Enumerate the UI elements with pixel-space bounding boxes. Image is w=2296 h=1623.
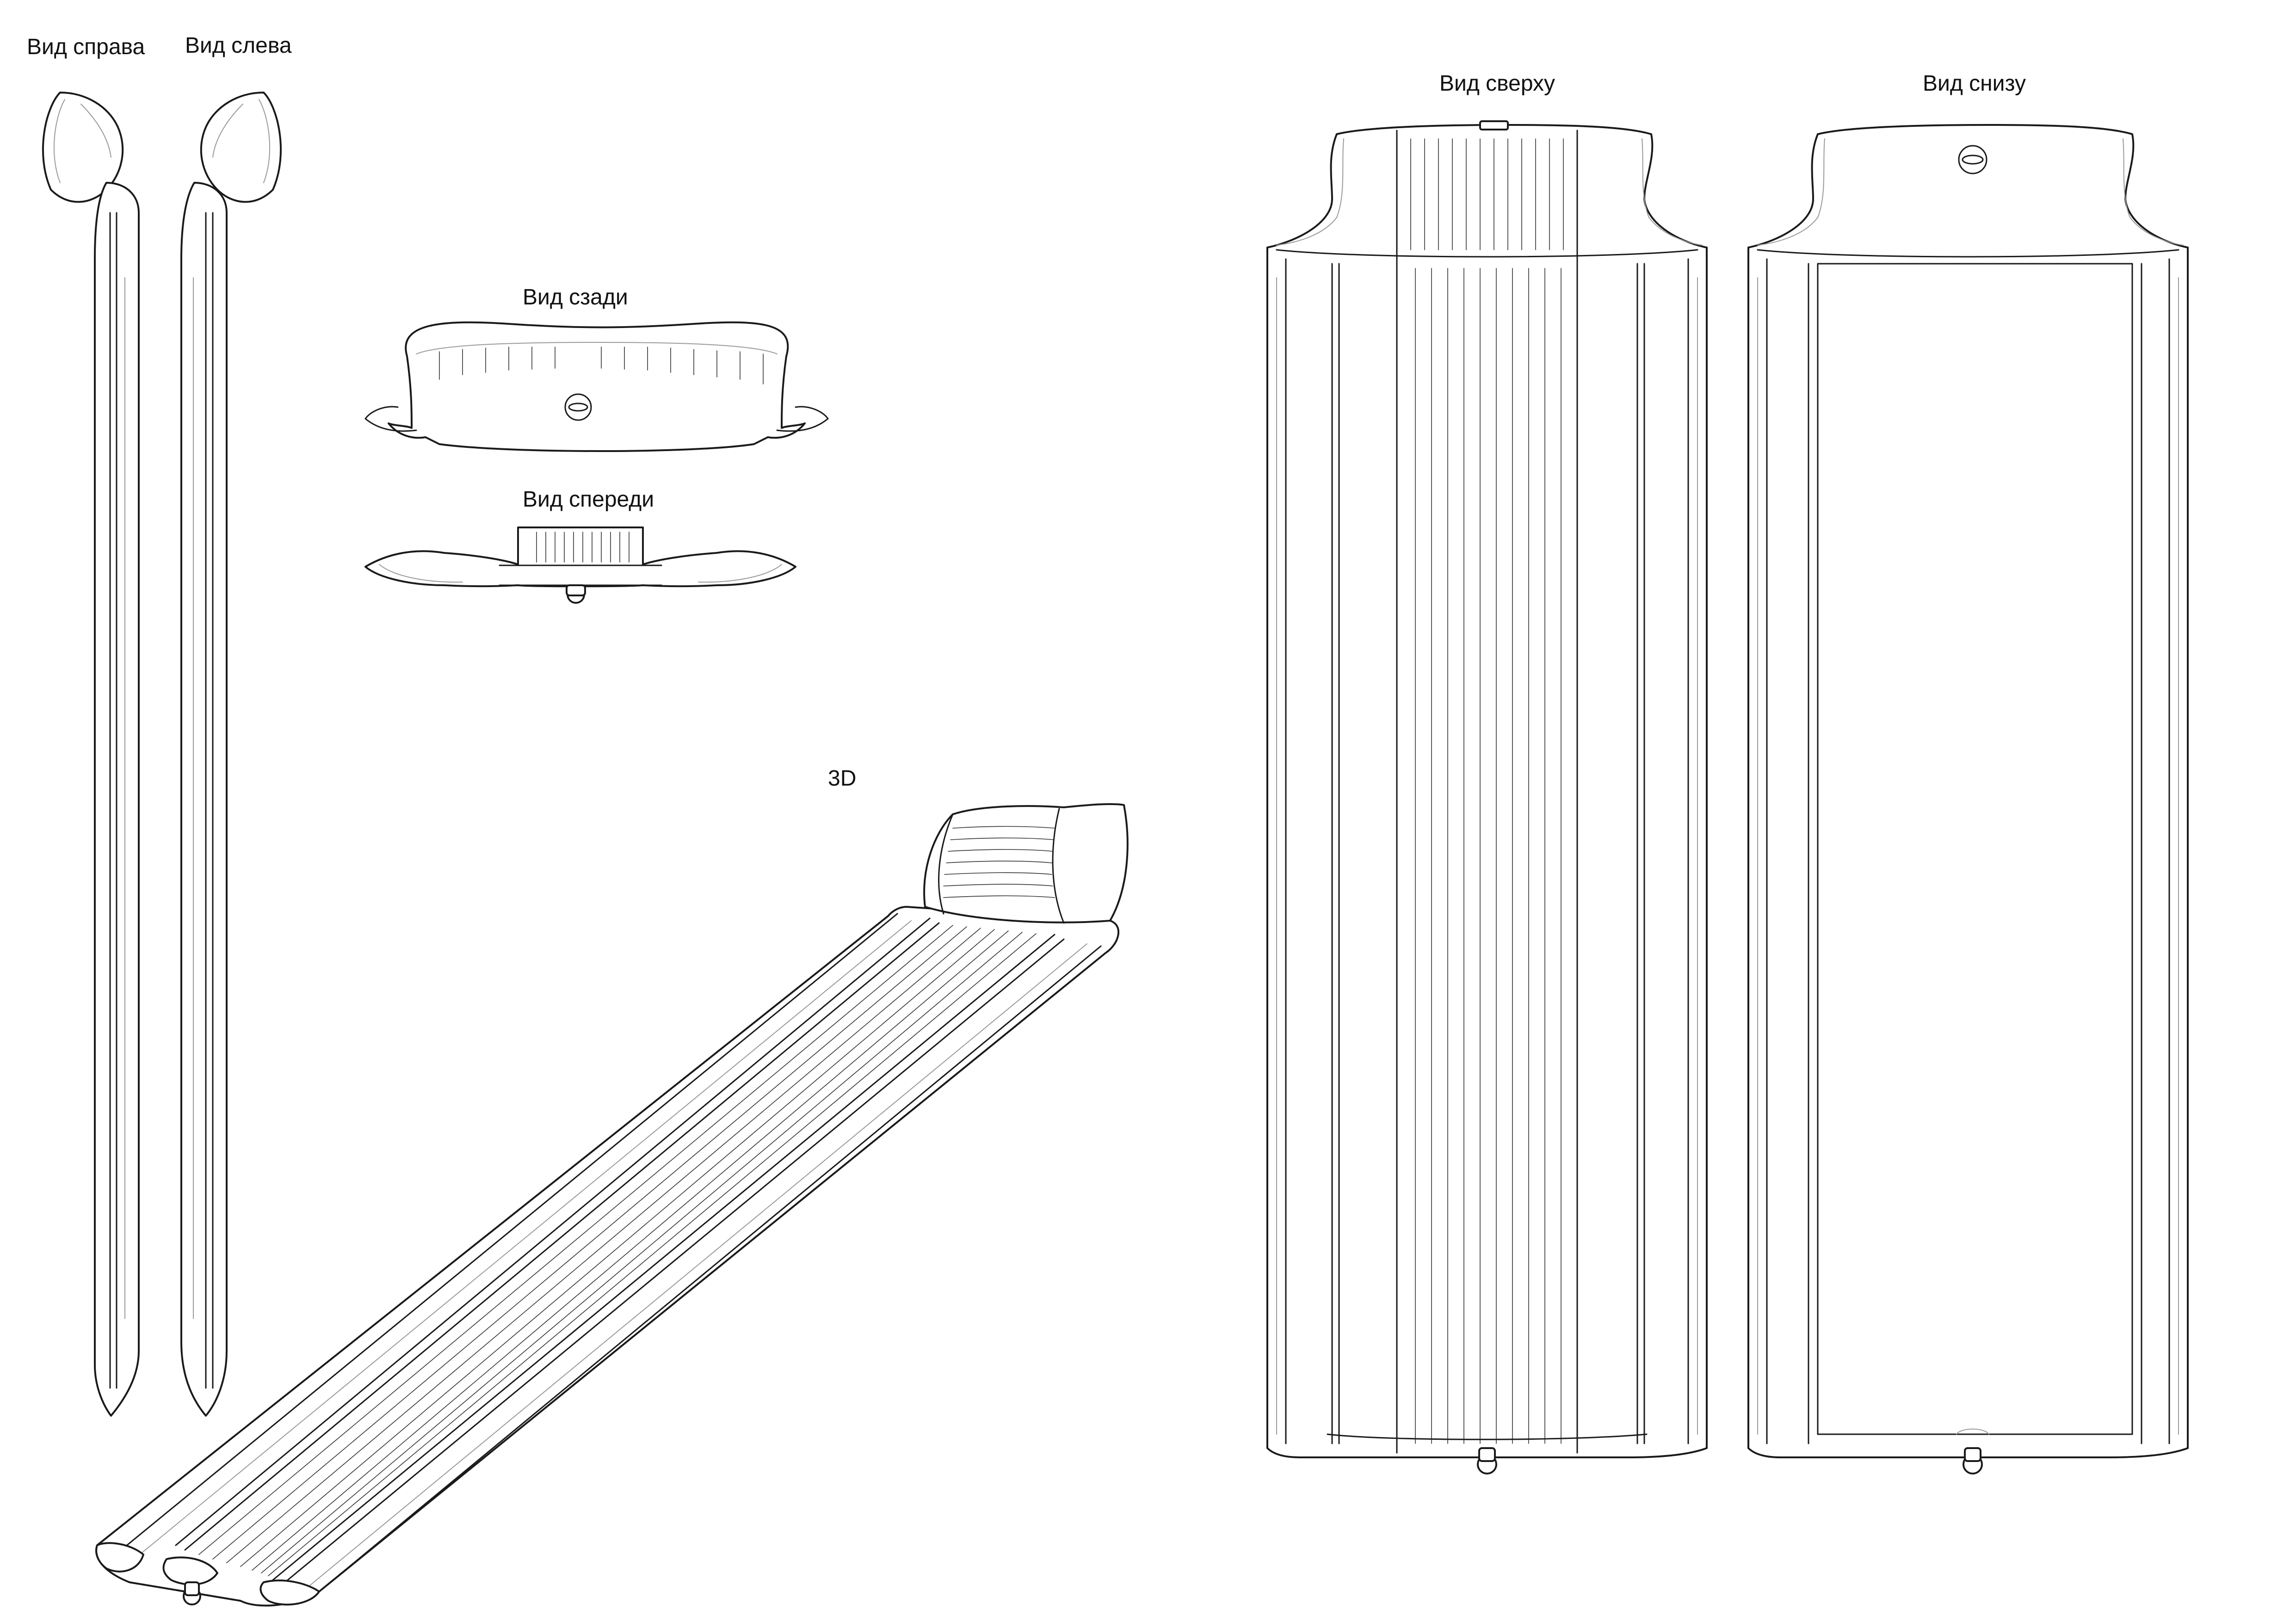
label-front-view: Вид спереди xyxy=(523,487,654,512)
label-left-view: Вид слева xyxy=(185,33,292,58)
label-top-view: Вид сверху xyxy=(1439,71,1555,96)
right-view-drawing xyxy=(42,92,140,1417)
front-view-drawing xyxy=(364,527,796,604)
label-rear-view: Вид сзади xyxy=(523,285,628,310)
rear-view-drawing xyxy=(364,321,829,452)
bottom-view-drawing xyxy=(1747,124,2189,1474)
label-right-view: Вид справа xyxy=(27,35,145,59)
left-view-drawing xyxy=(180,92,282,1417)
iso-view-drawing xyxy=(95,803,1129,1607)
label-iso-view: 3D xyxy=(828,766,856,791)
label-bottom-view: Вид снизу xyxy=(1923,71,2026,96)
top-view-drawing xyxy=(1266,120,1708,1474)
